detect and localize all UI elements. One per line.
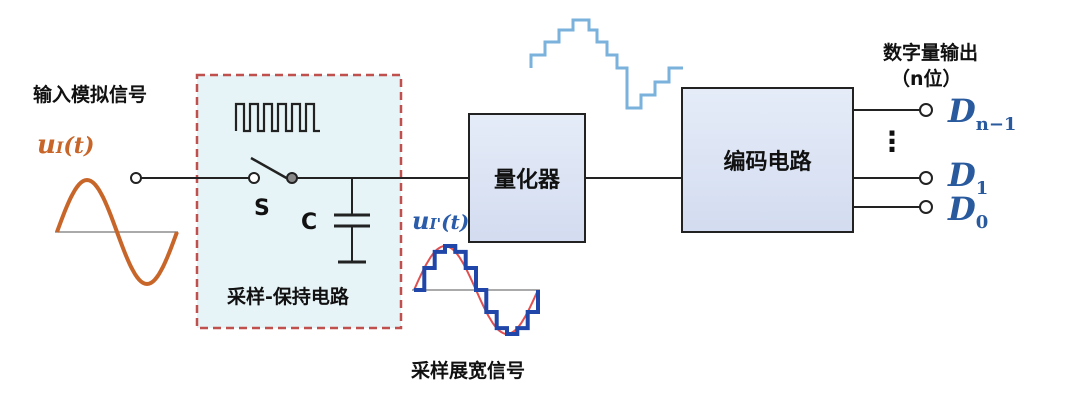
output-bits-note: （n位） xyxy=(891,68,962,90)
output-d0-sub: 0 xyxy=(975,212,989,233)
output-label-d1: D1 xyxy=(948,156,988,199)
switch-left-terminal xyxy=(248,172,260,184)
input-signal-symbol: uI(t) xyxy=(37,130,94,160)
input-terminal xyxy=(130,172,142,184)
output-terminal-dn xyxy=(919,103,933,117)
output-ellipsis: ⋮ xyxy=(878,125,906,158)
output-label-d0: D0 xyxy=(948,190,988,233)
quantizer-label: 量化器 xyxy=(493,168,560,193)
output-dn-sub: n−1 xyxy=(975,114,1017,135)
output-d0-base: D xyxy=(948,190,976,228)
encoder-block: 编码电路 xyxy=(681,87,854,233)
output-title: 数字量输出 xyxy=(883,42,979,64)
widened-signal-label: 采样展宽信号 xyxy=(411,360,526,382)
widened-signal-name: u xyxy=(412,206,430,235)
input-signal-label: 输入模拟信号 xyxy=(33,84,148,106)
sample-hold-label: 采样-保持电路 xyxy=(227,286,349,308)
encoder-label: 编码电路 xyxy=(723,150,812,175)
output-terminal-d0 xyxy=(919,200,933,214)
quantized-staircase-wave xyxy=(529,18,683,110)
output-d1-base: D xyxy=(948,156,976,194)
capacitor-label: C xyxy=(301,210,318,235)
switch-right-terminal xyxy=(286,172,298,184)
input-sine-wave xyxy=(55,177,179,287)
input-signal-arg: (t) xyxy=(63,133,95,159)
output-terminal-d1 xyxy=(919,171,933,185)
switch-blade xyxy=(250,156,291,182)
widened-step-wave xyxy=(414,244,540,336)
quantizer-block: 量化器 xyxy=(468,113,586,243)
clock-pulse-train xyxy=(234,102,320,133)
output-label-dn: Dn−1 xyxy=(948,92,1016,135)
switch-label: S xyxy=(254,196,270,221)
widened-signal-symbol: uI'(t) xyxy=(412,206,469,235)
output-d1-sub: 1 xyxy=(975,178,989,199)
input-signal-name: u xyxy=(37,130,56,160)
widened-signal-sub: I' xyxy=(429,215,442,233)
widened-signal-arg: (t) xyxy=(441,210,470,234)
output-dn-base: D xyxy=(948,92,976,130)
input-signal-sub: I xyxy=(55,138,64,157)
